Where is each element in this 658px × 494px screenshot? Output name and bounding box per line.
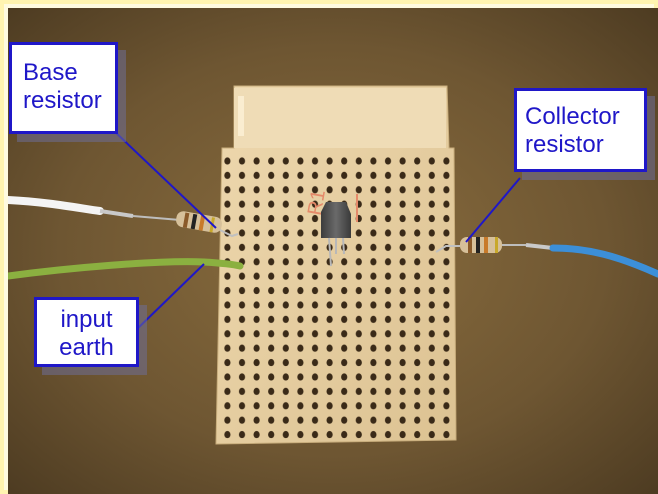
collector-resistor [435,237,526,253]
green-wire [8,258,244,280]
callout-line: earth [59,334,114,361]
base-resistor [132,211,239,238]
base-leader-line [112,129,217,229]
callout-line: Collector [525,103,620,130]
callout-line: resistor [23,87,102,114]
white-wire [8,196,134,218]
stripboard [215,85,457,445]
collector-leader-line [465,177,521,243]
base-resistor-callout: Base resistor [9,42,118,134]
callout-line: resistor [525,131,604,158]
callout-line: input [60,306,113,333]
blue-wire [525,243,658,278]
callout-line: Base [23,59,78,86]
earth-leader-line [135,263,205,331]
collector-resistor-callout: Collector resistor [514,88,647,172]
transistor [321,202,351,267]
input-earth-callout: input earth [34,297,139,367]
